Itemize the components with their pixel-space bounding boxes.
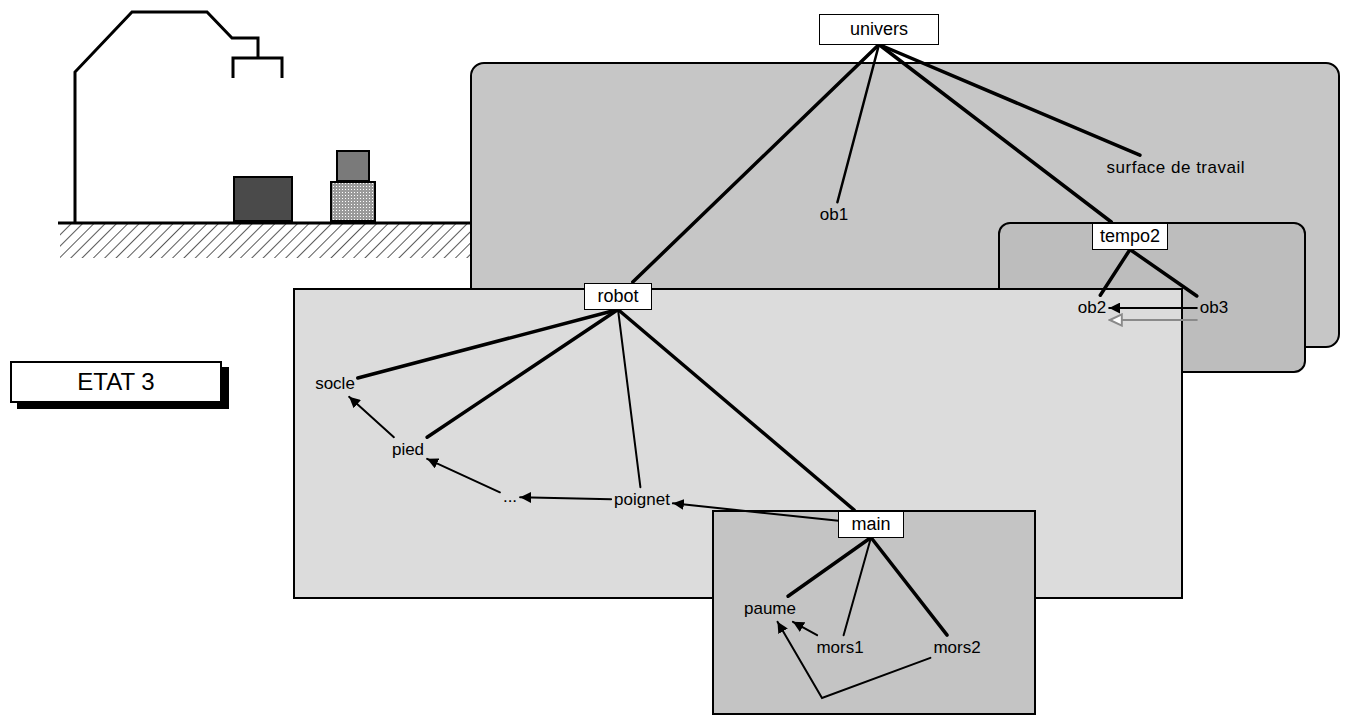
tree-link — [427, 310, 618, 438]
tree-link — [633, 45, 879, 283]
node-text: ob2 — [1078, 298, 1106, 318]
tree-link — [871, 538, 947, 636]
reference-arrow — [520, 497, 611, 499]
node-text: ob1 — [820, 205, 848, 225]
main-region: main paume mors1 mors2 — [712, 510, 1036, 715]
region-heading: univers — [819, 14, 939, 45]
block-ob3 — [337, 151, 369, 181]
region-heading: robot — [584, 283, 651, 310]
block-ob2 — [331, 182, 375, 221]
tree-link — [788, 538, 871, 597]
robot-gripper — [233, 58, 282, 78]
region-heading: tempo2 — [1092, 223, 1168, 250]
part-label: socle — [315, 374, 355, 394]
tree-link — [358, 310, 618, 379]
reference-arrow — [1109, 319, 1197, 321]
robot-arm — [75, 12, 258, 222]
state-box: ETAT 3 — [10, 361, 222, 403]
node-text: surface de travail — [1095, 158, 1245, 178]
node-text: mors2 — [933, 638, 980, 658]
node-text: socle — [315, 374, 355, 394]
tree-link — [837, 45, 879, 203]
state-label: ETAT 3 — [77, 368, 154, 396]
object-label: ob1 — [820, 205, 848, 225]
ellipsis-label: ... — [503, 487, 517, 507]
part-label: mors1 — [816, 638, 863, 658]
object-label: ob3 — [1200, 298, 1228, 318]
tree-link — [618, 310, 640, 488]
reference-arrow — [1109, 307, 1197, 309]
part-label: paume — [744, 599, 796, 619]
node-text: paume — [744, 599, 796, 619]
region-heading: main — [838, 511, 903, 538]
reference-arrow — [427, 459, 500, 493]
reference-arrow — [349, 397, 394, 437]
block-ob1 — [234, 177, 292, 221]
tree-link — [879, 45, 1111, 223]
ground-hatching — [60, 224, 470, 258]
reference-arrow — [778, 622, 931, 698]
node-text: pied — [392, 440, 424, 460]
part-label: mors2 — [933, 638, 980, 658]
node-text: ob3 — [1200, 298, 1228, 318]
node-text: poignet — [614, 490, 670, 510]
part-label: poignet — [614, 490, 670, 510]
tree-link — [1130, 250, 1197, 297]
node-text: mors1 — [816, 638, 863, 658]
tree-link — [618, 310, 854, 511]
node-text: ... — [503, 487, 517, 507]
reference-arrow — [673, 503, 839, 521]
tree-link — [879, 45, 1140, 156]
part-label: pied — [392, 440, 424, 460]
object-label: ob2 — [1078, 298, 1106, 318]
reference-arrow — [793, 622, 817, 635]
surface-label: surface de travail — [1095, 158, 1245, 178]
tree-link — [1100, 250, 1130, 296]
tree-link — [844, 538, 871, 636]
